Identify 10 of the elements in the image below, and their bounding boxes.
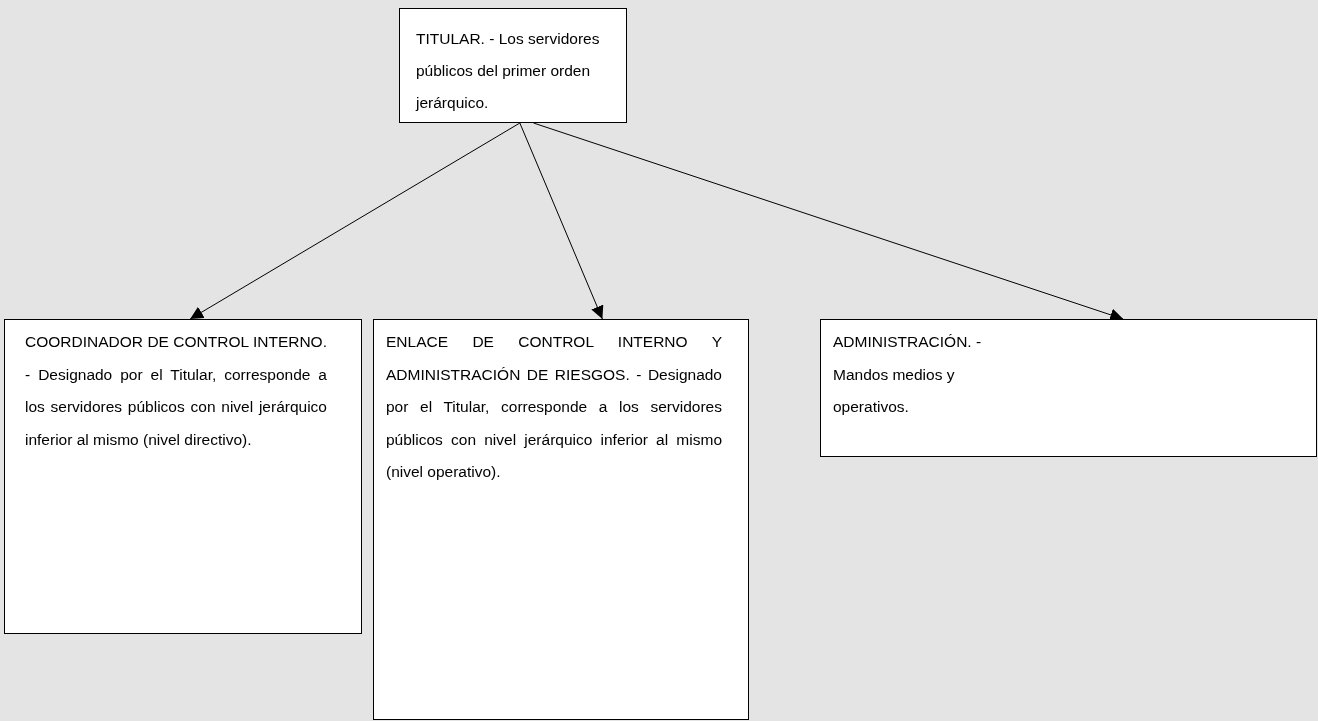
box-text: TITULAR. - Los servidores públicos del primer orden jerárquico. (416, 29, 601, 113)
text-box (820, 319, 1317, 457)
text-box (373, 319, 749, 720)
box-text: ENLACE DE CONTROL INTERNO Y ADMINISTRACIÓN DE RIESGOS. - Designado por el Titular, corresponde a los servidores públicos con nivel jerárquico inferior al mismo (nivel operativo). (386, 332, 722, 482)
box-text: COORDINADOR DE CONTROL INTERNO. - Designado por el Titular, corresponde a los servidores públicos con nivel jerárquico inferior al mismo (nivel directivo). (25, 332, 327, 450)
box-text: ADMINISTRACIÓN. - Mandos medios y operativos. (833, 332, 983, 417)
arrow (519, 122, 604, 320)
arrow (189, 122, 521, 320)
text-box (4, 319, 362, 634)
text-box (399, 8, 627, 123)
